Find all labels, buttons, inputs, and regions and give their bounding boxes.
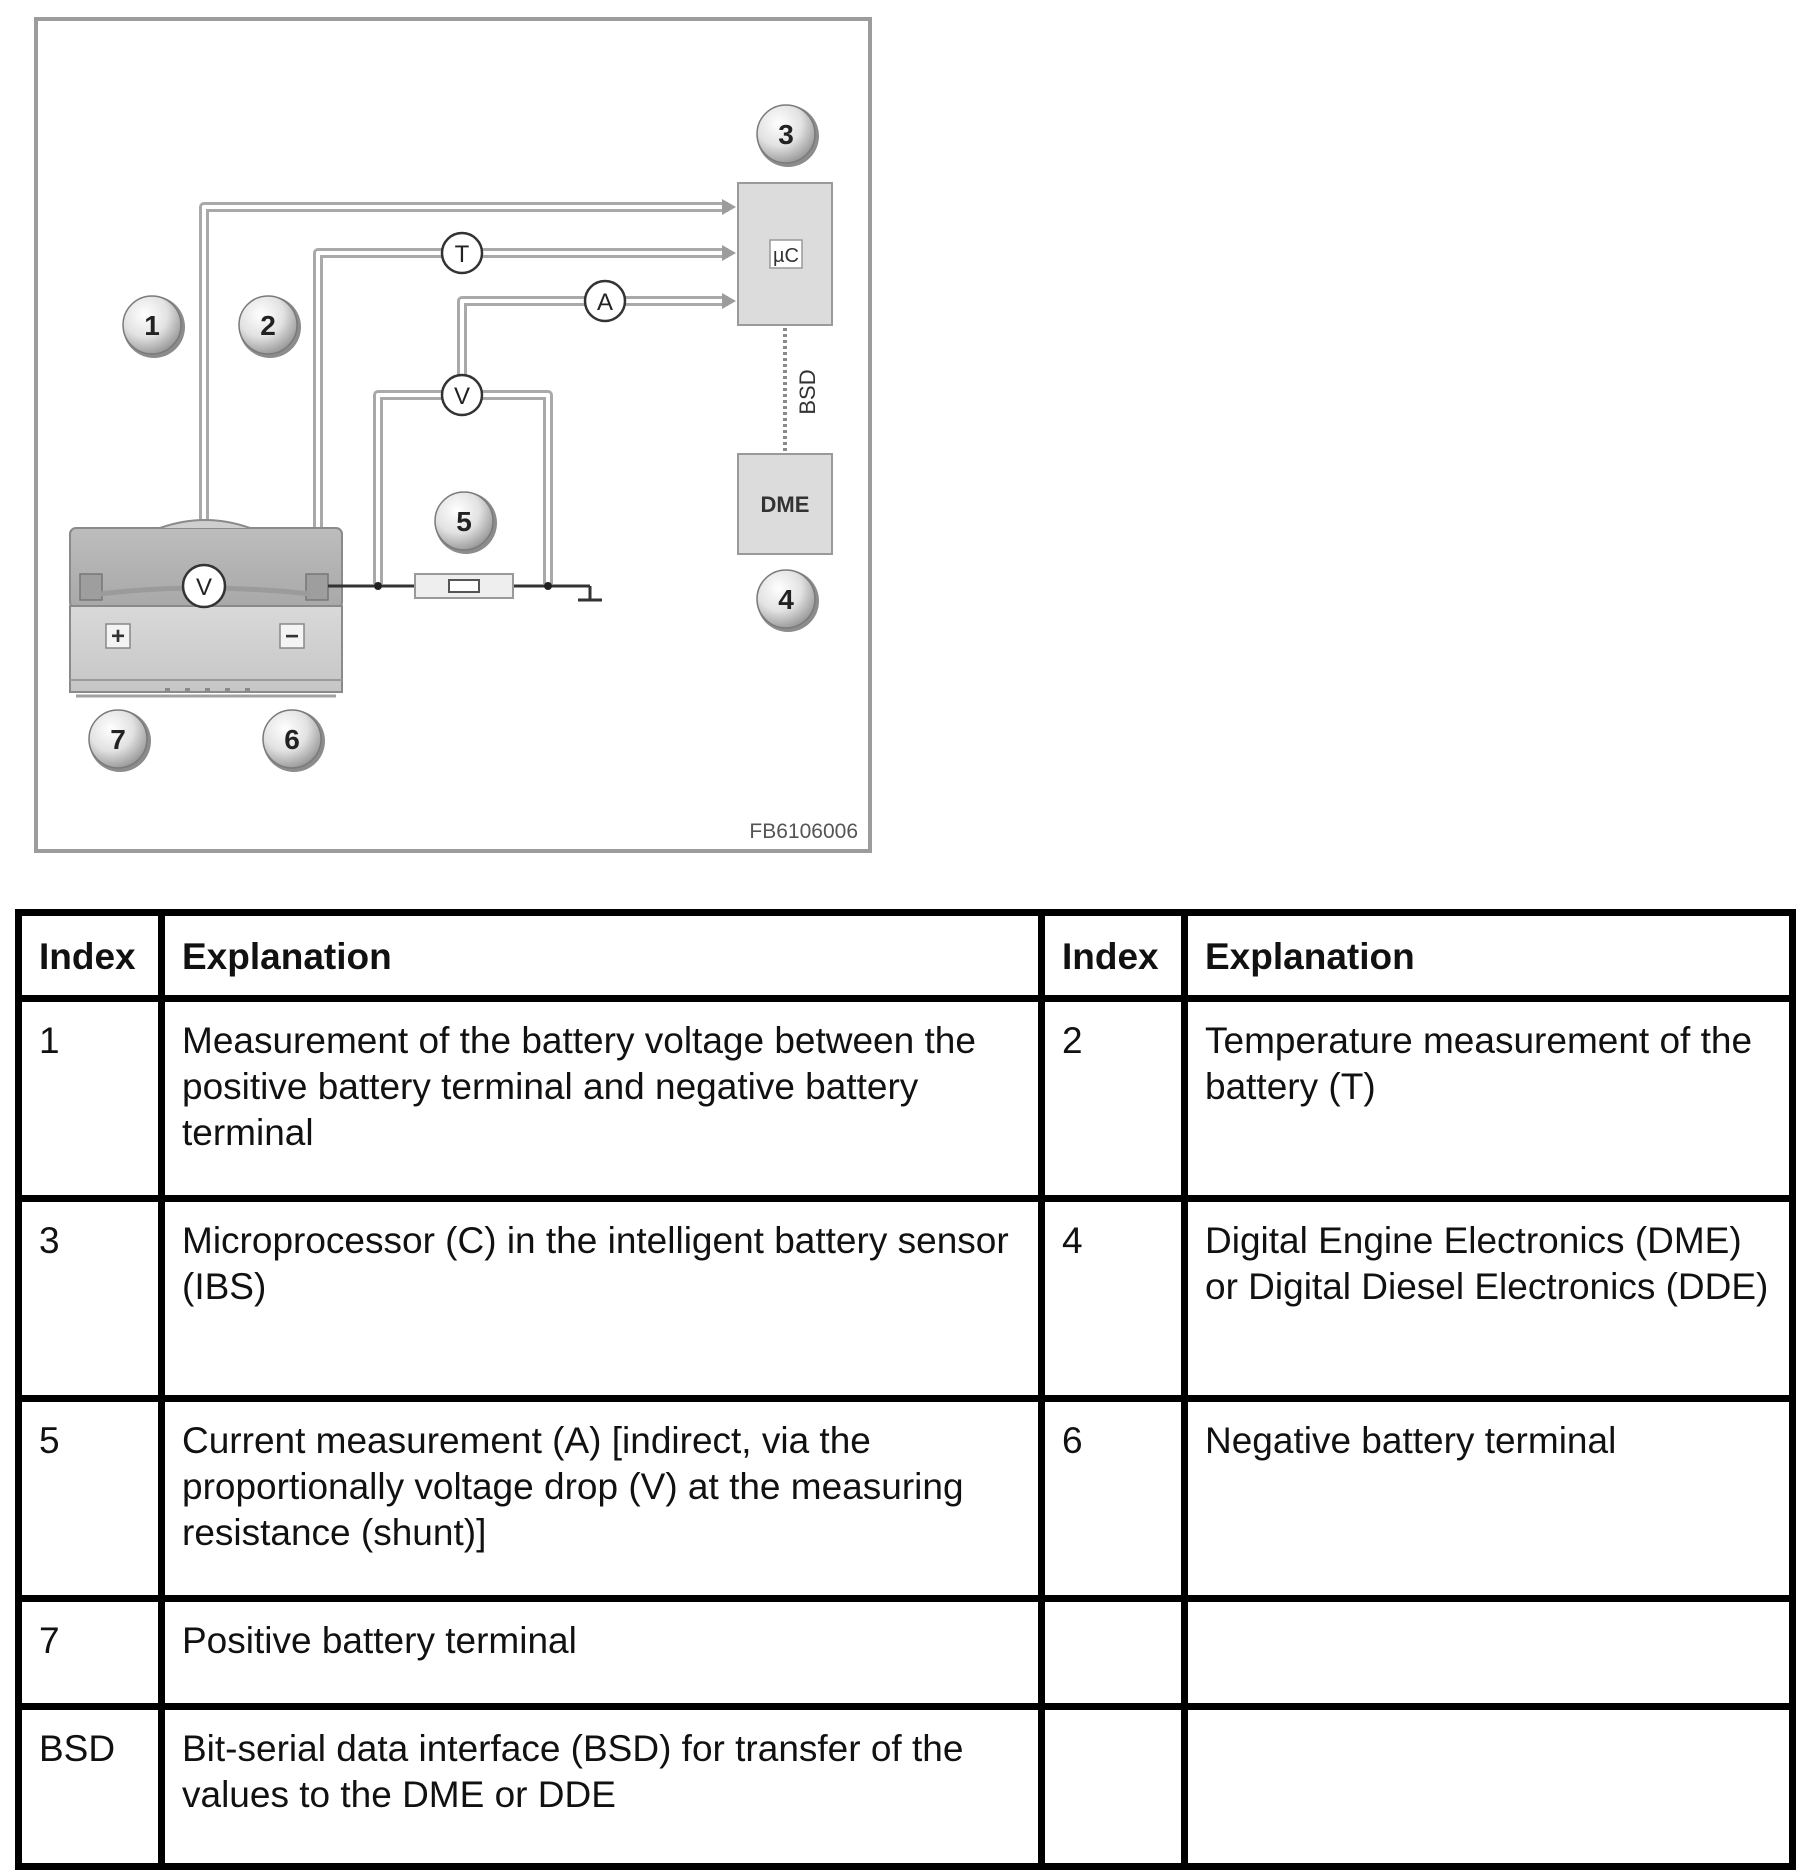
arrow-2 [722, 245, 736, 261]
meter-t-label: T [455, 241, 470, 268]
header-index-right: Index [1038, 909, 1188, 1002]
meter-v-battery: V [181, 563, 227, 609]
arrow-heads [722, 199, 736, 309]
row-explanation: Positive battery terminal [158, 1595, 1045, 1710]
callout-7-label: 7 [110, 724, 126, 755]
meter-v-battery-label: V [196, 574, 212, 601]
meter-v-shunt-label: V [454, 383, 470, 410]
row-index: 1 [15, 995, 165, 1202]
meter-t: T [440, 231, 484, 275]
callout-1-label: 1 [144, 310, 160, 341]
row-index [1038, 1703, 1188, 1870]
row-index [1038, 1595, 1188, 1710]
ibs-diagram: µC BSD DME + − [34, 17, 872, 853]
arrow-1 [722, 199, 736, 215]
figure-code: FB6106006 [749, 820, 858, 843]
dme-label: DME [761, 492, 810, 517]
table-row: BSD Bit-serial data interface (BSD) for … [15, 1703, 1796, 1870]
meter-a-label: A [597, 289, 613, 316]
header-explanation-right: Explanation [1181, 909, 1796, 1002]
row-explanation: Temperature measurement of the battery (… [1181, 995, 1796, 1202]
legend-table: Index Explanation Index Explanation 1 Me… [15, 909, 1796, 1870]
shunt-element [448, 579, 480, 593]
bsd-label: BSD [795, 369, 820, 414]
row-index: 7 [15, 1595, 165, 1710]
callout-1: 1 [122, 295, 185, 358]
callout-3-label: 3 [778, 119, 794, 150]
figure-frame [34, 17, 872, 853]
row-explanation: Measurement of the battery voltage betwe… [158, 995, 1045, 1202]
plus-badge [105, 623, 131, 649]
callout-4-label: 4 [778, 584, 794, 615]
callout-2-label: 2 [260, 310, 276, 341]
callout-5: 5 [434, 491, 497, 554]
row-index: 2 [1038, 995, 1188, 1202]
row-explanation [1181, 1595, 1796, 1710]
row-index: 6 [1038, 1395, 1188, 1602]
microprocessor-chip [769, 239, 803, 269]
row-explanation: Digital Engine Electronics (DME) or Digi… [1181, 1195, 1796, 1402]
row-index: BSD [15, 1703, 165, 1870]
ground-wire [328, 584, 602, 602]
row-index: 4 [1038, 1195, 1188, 1402]
meter-v-shunt: V [440, 373, 484, 417]
positive-post [79, 573, 103, 601]
microprocessor-label: µC [773, 245, 799, 267]
row-explanation [1181, 1703, 1796, 1870]
callout-5-label: 5 [456, 506, 472, 537]
row-explanation: Current measurement (A) [indirect, via t… [158, 1395, 1045, 1602]
minus-sign: − [285, 623, 299, 650]
meter-a: A [583, 279, 627, 323]
plus-sign: + [111, 623, 125, 650]
table-row: 5 Current measurement (A) [indirect, via… [15, 1395, 1796, 1602]
header-explanation-left: Explanation [158, 909, 1045, 1002]
row-explanation: Negative battery terminal [1181, 1395, 1796, 1602]
callout-4: 4 [756, 569, 819, 632]
row-explanation: Microprocessor (C) in the intelligent ba… [158, 1195, 1045, 1402]
table-header-row: Index Explanation Index Explanation [15, 909, 1796, 1002]
row-explanation: Bit-serial data interface (BSD) for tran… [158, 1703, 1045, 1870]
table-row: 7 Positive battery terminal [15, 1595, 1796, 1710]
table-row: 3 Microprocessor (C) in the intelligent … [15, 1195, 1796, 1402]
arrow-3 [722, 293, 736, 309]
dme-box [737, 453, 833, 555]
callout-2: 2 [238, 295, 301, 358]
callout-3: 3 [756, 104, 819, 167]
minus-badge [279, 623, 305, 649]
callout-6-label: 6 [284, 724, 300, 755]
callout-7: 7 [88, 709, 151, 772]
row-index: 5 [15, 1395, 165, 1602]
callout-6: 6 [262, 709, 325, 772]
table-row: 1 Measurement of the battery voltage bet… [15, 995, 1796, 1202]
row-index: 3 [15, 1195, 165, 1402]
header-index-left: Index [15, 909, 165, 1002]
